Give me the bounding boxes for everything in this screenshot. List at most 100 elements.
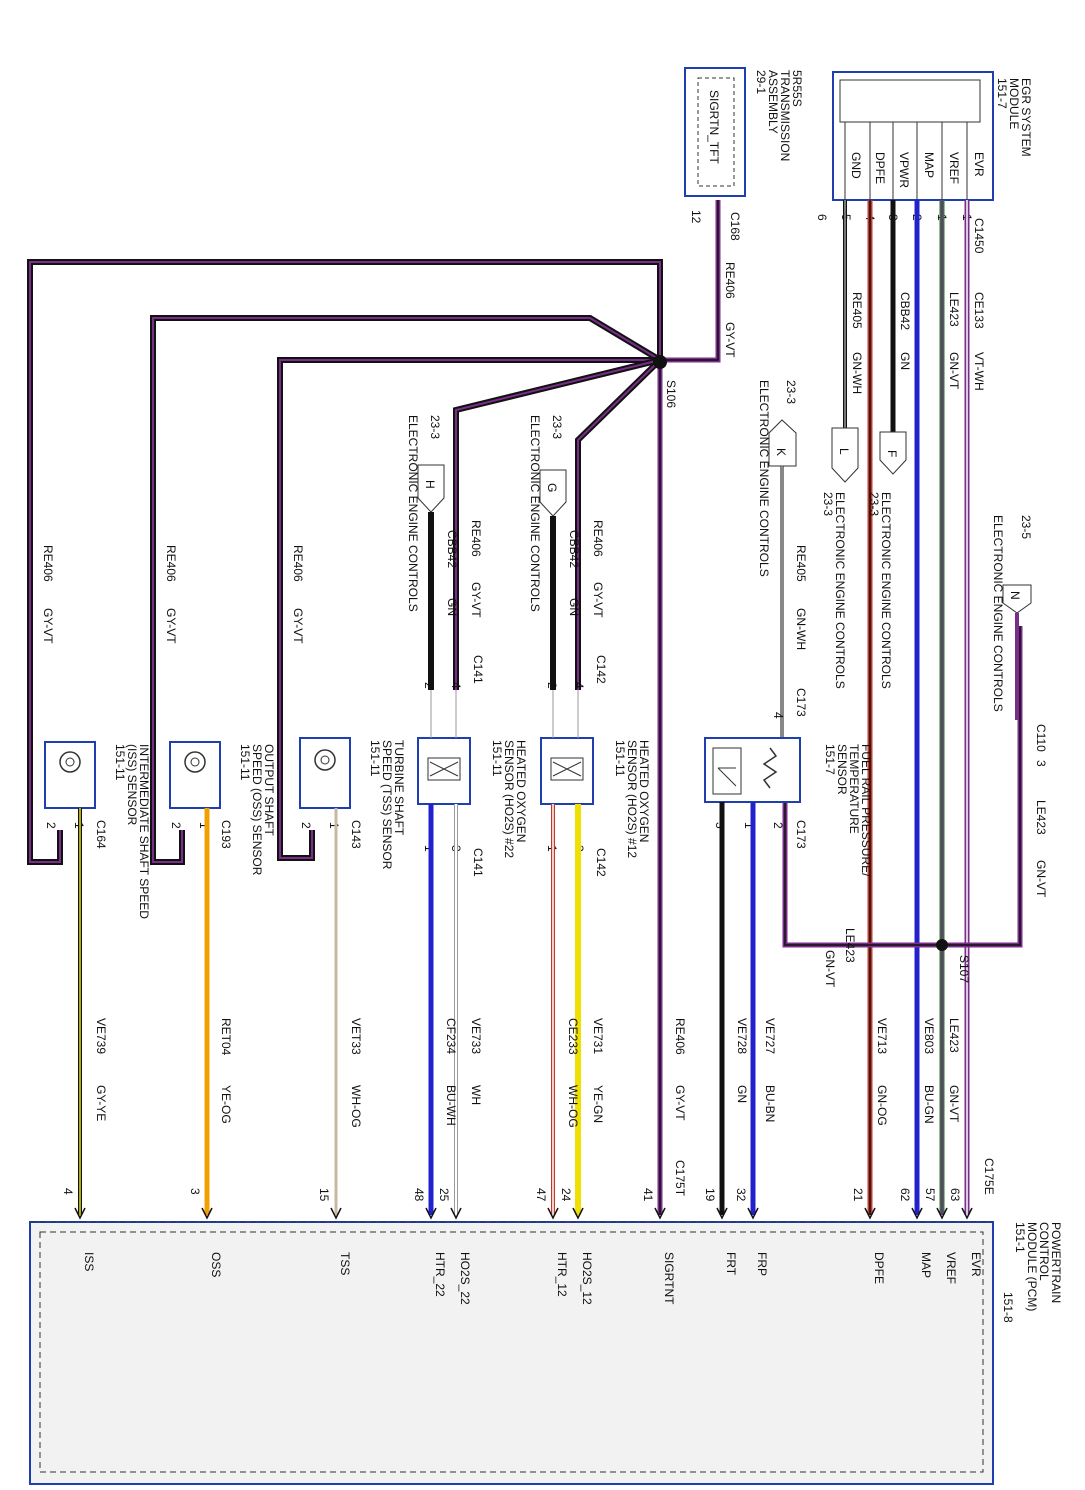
pcm-pin-number: 4 bbox=[61, 1188, 75, 1195]
frp-title-line2: TEMPERATURE bbox=[847, 744, 861, 834]
pcm-pin-terminal bbox=[450, 1207, 462, 1220]
egr-title-line2: MODULE bbox=[1007, 78, 1021, 129]
wire-ce233-circuit: CE233 bbox=[566, 1018, 580, 1055]
pcm-pin-number: 21 bbox=[851, 1188, 865, 1202]
wire-re406-trans-circuit: RE406 bbox=[723, 262, 737, 299]
splice-s106-label: S106 bbox=[664, 380, 678, 408]
offpage-l-text: ELECTRONIC ENGINE CONTROLS bbox=[833, 492, 847, 689]
pcm-pin-terminal bbox=[201, 1207, 213, 1220]
oss-sensor: OUTPUT SHAFT SPEED (OSS) SENSOR 151-11 C… bbox=[169, 741, 276, 1215]
pcm-pin-number: 3 bbox=[188, 1188, 202, 1195]
trans-pin-number: 12 bbox=[689, 210, 703, 224]
pcm-pin-terminal bbox=[936, 1207, 948, 1220]
wire-le423-lower-color: GN-VT bbox=[947, 1085, 961, 1123]
wire-le423-s107-color: GN-VT bbox=[823, 950, 837, 988]
wire-re406-ho2s22-circuit: RE406 bbox=[469, 520, 483, 557]
wire-ve728-circuit: VE728 bbox=[735, 1018, 749, 1054]
wire-ce233-color: WH-OG bbox=[566, 1085, 580, 1128]
offpage-k-ref: 23-3 bbox=[784, 380, 798, 404]
offpage-l-letter: L bbox=[837, 448, 851, 455]
pcm-pin-terminal bbox=[74, 1207, 86, 1220]
frp-sensor: FUEL RAIL PRESSURE/ TEMPERATURE SENSOR 1… bbox=[704, 688, 873, 1215]
pcm-module: POWERTRAIN CONTROL MODULE (PCM) 151-1 15… bbox=[29, 1158, 1063, 1485]
wire-ve733-circuit: VE733 bbox=[469, 1018, 483, 1054]
transmission-assembly: SIGRTN_TFT 5R55S TRANSMISSION ASSEMBLY 2… bbox=[684, 67, 804, 241]
wire-re406-pcm-circuit: RE406 bbox=[673, 1018, 687, 1055]
ho2s12-pin: 4 bbox=[572, 682, 586, 689]
pcm-pin-name: SIGRTNT bbox=[662, 1252, 676, 1305]
wire-re406-ho2s22-color: GY-VT bbox=[469, 582, 483, 618]
oss-connector: C193 bbox=[219, 820, 233, 849]
pcm-pin-name: ISS bbox=[82, 1252, 96, 1271]
wire-ve803-circuit: VE803 bbox=[922, 1018, 936, 1054]
frp-title-line3: SENSOR bbox=[835, 744, 849, 795]
wire-re405-k-circuit: RE405 bbox=[794, 545, 808, 582]
wire-cbb42-circuit: CBB42 bbox=[898, 292, 912, 330]
frp-title: FUEL RAIL PRESSURE/ bbox=[859, 744, 873, 877]
wire-ve713-color: GN-OG bbox=[875, 1085, 889, 1126]
offpage-n-letter: N bbox=[1008, 591, 1022, 600]
wire-ve739-color: GY-YE bbox=[94, 1085, 108, 1121]
trans-title-line2: TRANSMISSION bbox=[778, 70, 792, 161]
pcm-pin-number: 32 bbox=[734, 1188, 748, 1202]
wire-re406-tss-circuit: RE406 bbox=[291, 545, 305, 582]
pcm-pin-number: 25 bbox=[437, 1188, 451, 1202]
wire-cbb42-h-circuit: CBB42 bbox=[445, 530, 459, 568]
wire-cf234-color: BU-WH bbox=[444, 1085, 458, 1126]
wire-ve731-circuit: VE731 bbox=[591, 1018, 605, 1054]
wire-ve733-color: WH bbox=[469, 1085, 483, 1105]
wire-re406-ho2s12-color: GY-VT bbox=[591, 582, 605, 618]
frp-connector-top: C173 bbox=[794, 688, 808, 717]
egr-pin-evr: EVR bbox=[972, 152, 986, 177]
tss-title: TURBINE SHAFT bbox=[392, 740, 406, 836]
wire-ve803-color: BU-GN bbox=[922, 1085, 936, 1124]
offpage-h-text: ELECTRONIC ENGINE CONTROLS bbox=[406, 415, 420, 612]
splice-s107: S107 LE423 GN-VT bbox=[782, 626, 1023, 988]
trans-title-line3: ASSEMBLY bbox=[766, 70, 780, 134]
frp-pin: 4 bbox=[771, 712, 785, 719]
pcm-pin-terminal bbox=[572, 1207, 584, 1220]
iss-ref: 151-11 bbox=[113, 744, 127, 781]
iss-title: INTERMEDIATE SHAFT SPEED bbox=[137, 744, 151, 919]
offpage-h: H 23-3 ELECTRONIC ENGINE CONTROLS CBB42 … bbox=[406, 415, 459, 690]
wire-le423-lower-circuit: LE423 bbox=[947, 1018, 961, 1053]
wire-cbb42-h-color: GN bbox=[445, 598, 459, 616]
wire-ve727-circuit: VE727 bbox=[763, 1018, 777, 1054]
pcm-pin-terminal bbox=[911, 1207, 923, 1220]
wire-re405-k-color: GN-WH bbox=[794, 608, 808, 650]
offpage-n-pin: 3 bbox=[1034, 760, 1048, 767]
offpage-n-text: ELECTRONIC ENGINE CONTROLS bbox=[991, 515, 1005, 712]
wire-vet33-circuit: VET33 bbox=[349, 1018, 363, 1055]
pcm-pin-number: 62 bbox=[898, 1188, 912, 1202]
pcm-pin-name: HO2S_22 bbox=[458, 1252, 472, 1305]
offpage-h-letter: H bbox=[423, 480, 437, 489]
egr-wires bbox=[843, 200, 970, 1215]
offpage-f-text: ELECTRONIC ENGINE CONTROLS bbox=[879, 492, 893, 689]
oss-pin: 1 bbox=[197, 822, 211, 829]
wire-re405-color: GN-WH bbox=[850, 352, 864, 394]
tss-connector: C143 bbox=[349, 820, 363, 849]
egr-pin-dpfe: DPFE bbox=[873, 152, 887, 184]
re406-routes bbox=[27, 200, 721, 1215]
wire-ce133-circuit: CE133 bbox=[972, 292, 986, 329]
egr-connector: C1450 bbox=[972, 218, 986, 254]
tss-ref: 151-11 bbox=[368, 740, 382, 777]
pcm-pin-name: HTR_12 bbox=[555, 1252, 569, 1297]
wire-re406-trans-color: GY-VT bbox=[723, 322, 737, 358]
pcm-pin-name: EVR bbox=[969, 1252, 983, 1277]
pcm-pin-number: 57 bbox=[923, 1188, 937, 1202]
pcm-pins: 63EVR57VREF62MAP21DPFE32FRP19FRT41SIGRTN… bbox=[61, 1188, 983, 1305]
ho2s22-sensor: HEATED OXYGEN SENSOR (HO2S) #22 151-11 C… bbox=[417, 655, 528, 1215]
ho2s12-pin: 2 bbox=[545, 682, 559, 689]
wire-cbb42-color: GN bbox=[898, 352, 912, 370]
pcm-pin-name: HO2S_12 bbox=[580, 1252, 594, 1305]
trans-title: 5R55S bbox=[790, 70, 804, 107]
pcm-pin-number: 48 bbox=[412, 1188, 426, 1202]
offpage-k-letter: K bbox=[774, 448, 788, 456]
pcm-pin-terminal bbox=[547, 1207, 559, 1220]
pcm-ref2: 151-8 bbox=[1001, 1292, 1015, 1323]
wire-re406-oss-color: GY-VT bbox=[164, 608, 178, 644]
offpage-n: N 23-5 ELECTRONIC ENGINE CONTROLS C110 3… bbox=[991, 515, 1048, 898]
